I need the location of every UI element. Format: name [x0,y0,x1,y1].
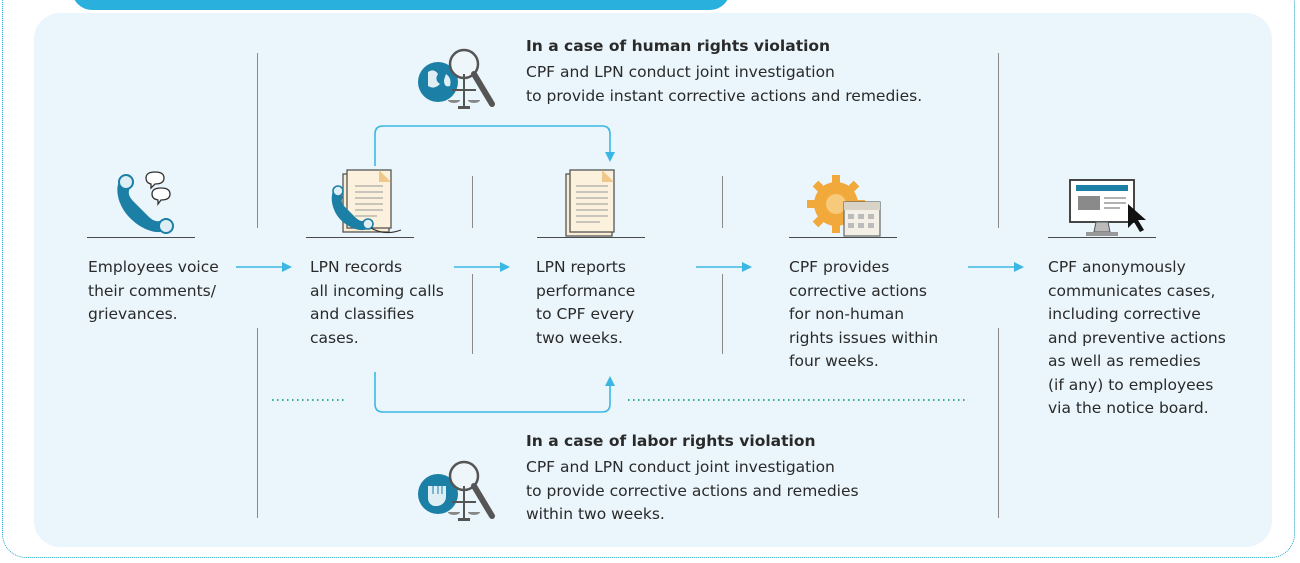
icon-underline [1048,237,1156,238]
labor-rights-case-title: In a case of labor rights violation [526,432,816,450]
phone-chat-icon [117,171,174,234]
icon-underline [789,237,897,238]
divider-line [472,274,473,354]
step-employees-text: Employees voice their comments/ grievanc… [88,258,219,323]
divider-line [998,53,999,228]
divider-line [472,176,473,228]
icon-underline [306,237,414,238]
divider-line [722,274,723,354]
divider-line [722,176,723,228]
phone-document-icon [331,169,402,234]
monitor-cursor-icon [1069,179,1146,236]
step-cpf-communicates-text: CPF anonymously communicates cases, incl… [1048,258,1226,417]
step-cpf-provides-text: CPF provides corrective actions for non-… [789,258,939,370]
divider-line [257,328,258,518]
icon-underline [537,237,645,238]
globe-justice-icon [418,48,495,109]
content-panel [34,13,1272,547]
divider-line [257,53,258,228]
human-rights-case-title: In a case of human rights violation [526,37,831,55]
human-rights-case-body: CPF and LPN conduct joint investigation … [526,63,923,105]
report-document-icon [565,169,615,237]
divider-line [998,328,999,518]
gear-calendar-icon [807,175,881,237]
bypass-arrow-bottom [374,372,615,413]
header-tab [72,0,730,10]
step-lpn-records-text: LPN records all incoming calls and class… [310,258,444,347]
labor-rights-case-body: CPF and LPN conduct joint investigation … [526,458,859,523]
bypass-arrow-top [374,125,615,166]
step-lpn-reports-text: LPN reports performance to CPF every two… [536,258,636,347]
icon-underline [87,237,195,238]
fist-justice-icon [418,460,495,521]
